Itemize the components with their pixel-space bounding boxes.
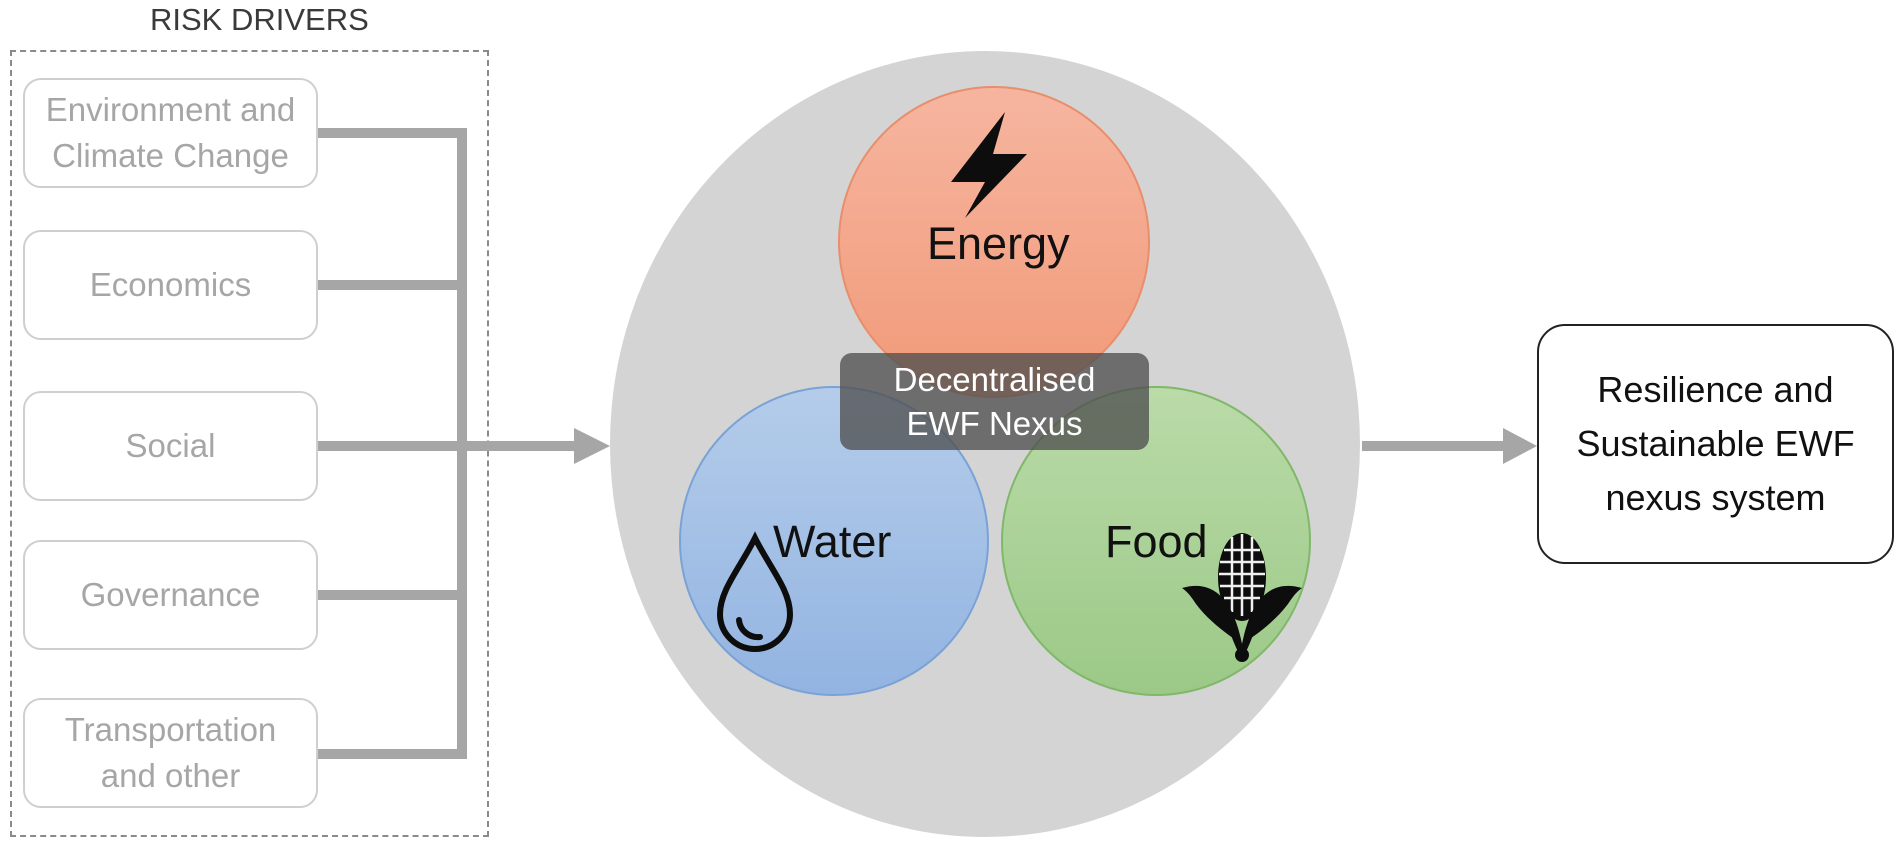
nexus-center-box: Decentralised EWF Nexus [840,353,1149,450]
driver-social: Social [23,391,318,501]
lightning-bolt-icon [951,112,1027,218]
driver-economics: Economics [23,230,318,340]
outcome-label: Resilience and Sustainable EWF nexus sys… [1576,369,1855,518]
driver-label: Environment and Climate Change [45,91,296,174]
driver-label: Economics [89,266,252,304]
arrow-head-to-nexus [574,428,610,464]
driver-governance: Governance [23,540,318,650]
water-circle [679,386,989,696]
arrow-head-to-outcome [1503,428,1537,464]
water-label: Water [773,516,892,567]
driver-environment-climate: Environment and Climate Change [23,78,318,188]
food-label: Food [1105,516,1208,567]
water-drop-icon [716,531,794,652]
driver-connectors [318,128,576,759]
nexus-center-label: Decentralised EWF Nexus [893,360,1096,442]
driver-label: Governance [80,576,261,614]
risk-drivers-title: RISK DRIVERS [150,2,369,37]
energy-label: Energy [927,218,1070,269]
driver-label: Transportation and other [64,711,277,794]
driver-transportation: Transportation and other [23,698,318,808]
corn-icon [1182,533,1302,662]
driver-label: Social [125,427,216,465]
outcome-box: Resilience and Sustainable EWF nexus sys… [1537,324,1894,564]
